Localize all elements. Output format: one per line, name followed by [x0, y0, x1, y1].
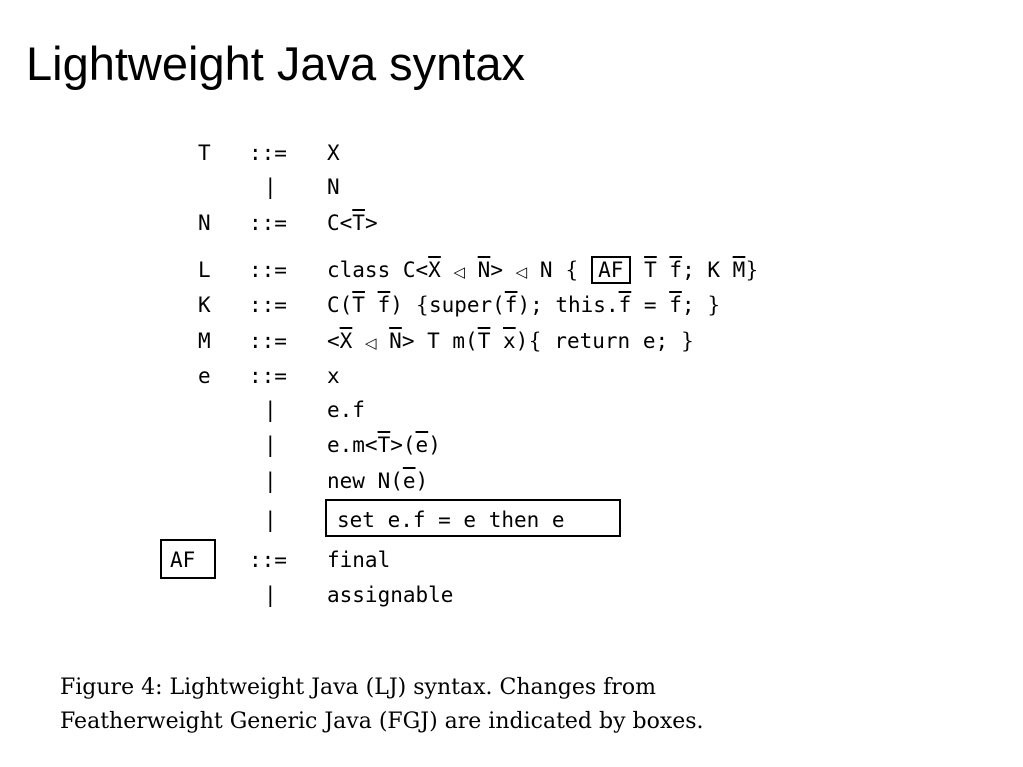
t-alt-x: X — [327, 141, 340, 165]
t-alt-n: N — [327, 175, 340, 199]
e-alt-method-call: e.m<T>(e) — [327, 433, 441, 457]
figure-caption: Figure 4: Lightweight Java (LJ) syntax. … — [60, 671, 940, 739]
defines-operator: ::= — [249, 548, 287, 572]
grammar-figure: T ::= X | N N ::= C<T> L ::= class C<X ◁… — [160, 141, 759, 607]
defines-operator: ::= — [249, 141, 287, 165]
grammar-symbol-k: K — [198, 293, 211, 317]
caption-line-1: Figure 4: Lightweight Java (LJ) syntax. … — [60, 675, 656, 700]
boxed-set-expression — [325, 499, 621, 537]
e-alt-set: set e.f = e then e — [337, 508, 565, 532]
defines-operator: ::= — [249, 329, 287, 353]
l-rule-rhs: class C<X ◁ N> ◁ N { AF T f; K M} — [327, 256, 759, 284]
alt-bar: | — [264, 398, 277, 422]
e-alt-var: x — [327, 364, 340, 388]
af-alt-final: final — [327, 548, 391, 572]
n-rule-rhs: C<T> — [327, 211, 378, 235]
boxed-af-rule — [160, 539, 216, 579]
grammar-symbol-m: M — [198, 329, 211, 353]
alt-bar: | — [264, 508, 277, 532]
slide-title: Lightweight Java syntax — [26, 37, 526, 90]
defines-operator: ::= — [249, 211, 287, 235]
boxed-af-field-modifier: AF — [591, 256, 632, 284]
grammar-symbol-e: e — [198, 364, 211, 388]
grammar-symbol-l: L — [198, 258, 211, 282]
defines-operator: ::= — [249, 364, 287, 388]
k-rule-rhs: C(T f) {super(f); this.f = f; } — [327, 293, 721, 317]
alt-bar: | — [264, 433, 277, 457]
grammar-symbol-af: AF — [170, 548, 196, 572]
caption-line-2: Featherweight Generic Java (FGJ) are ind… — [60, 709, 704, 734]
e-alt-field-access: e.f — [327, 398, 365, 422]
m-rule-rhs: <X ◁ N> T m(T x){ return e; } — [327, 329, 695, 353]
alt-bar: | — [264, 175, 277, 199]
grammar-symbol-t: T — [198, 141, 211, 165]
defines-operator: ::= — [249, 258, 287, 282]
grammar-symbol-n: N — [198, 211, 211, 235]
af-alt-assignable: assignable — [327, 583, 454, 607]
alt-bar: | — [264, 583, 277, 607]
defines-operator: ::= — [249, 293, 287, 317]
alt-bar: | — [264, 469, 277, 493]
e-alt-new: new N(e) — [327, 469, 429, 493]
